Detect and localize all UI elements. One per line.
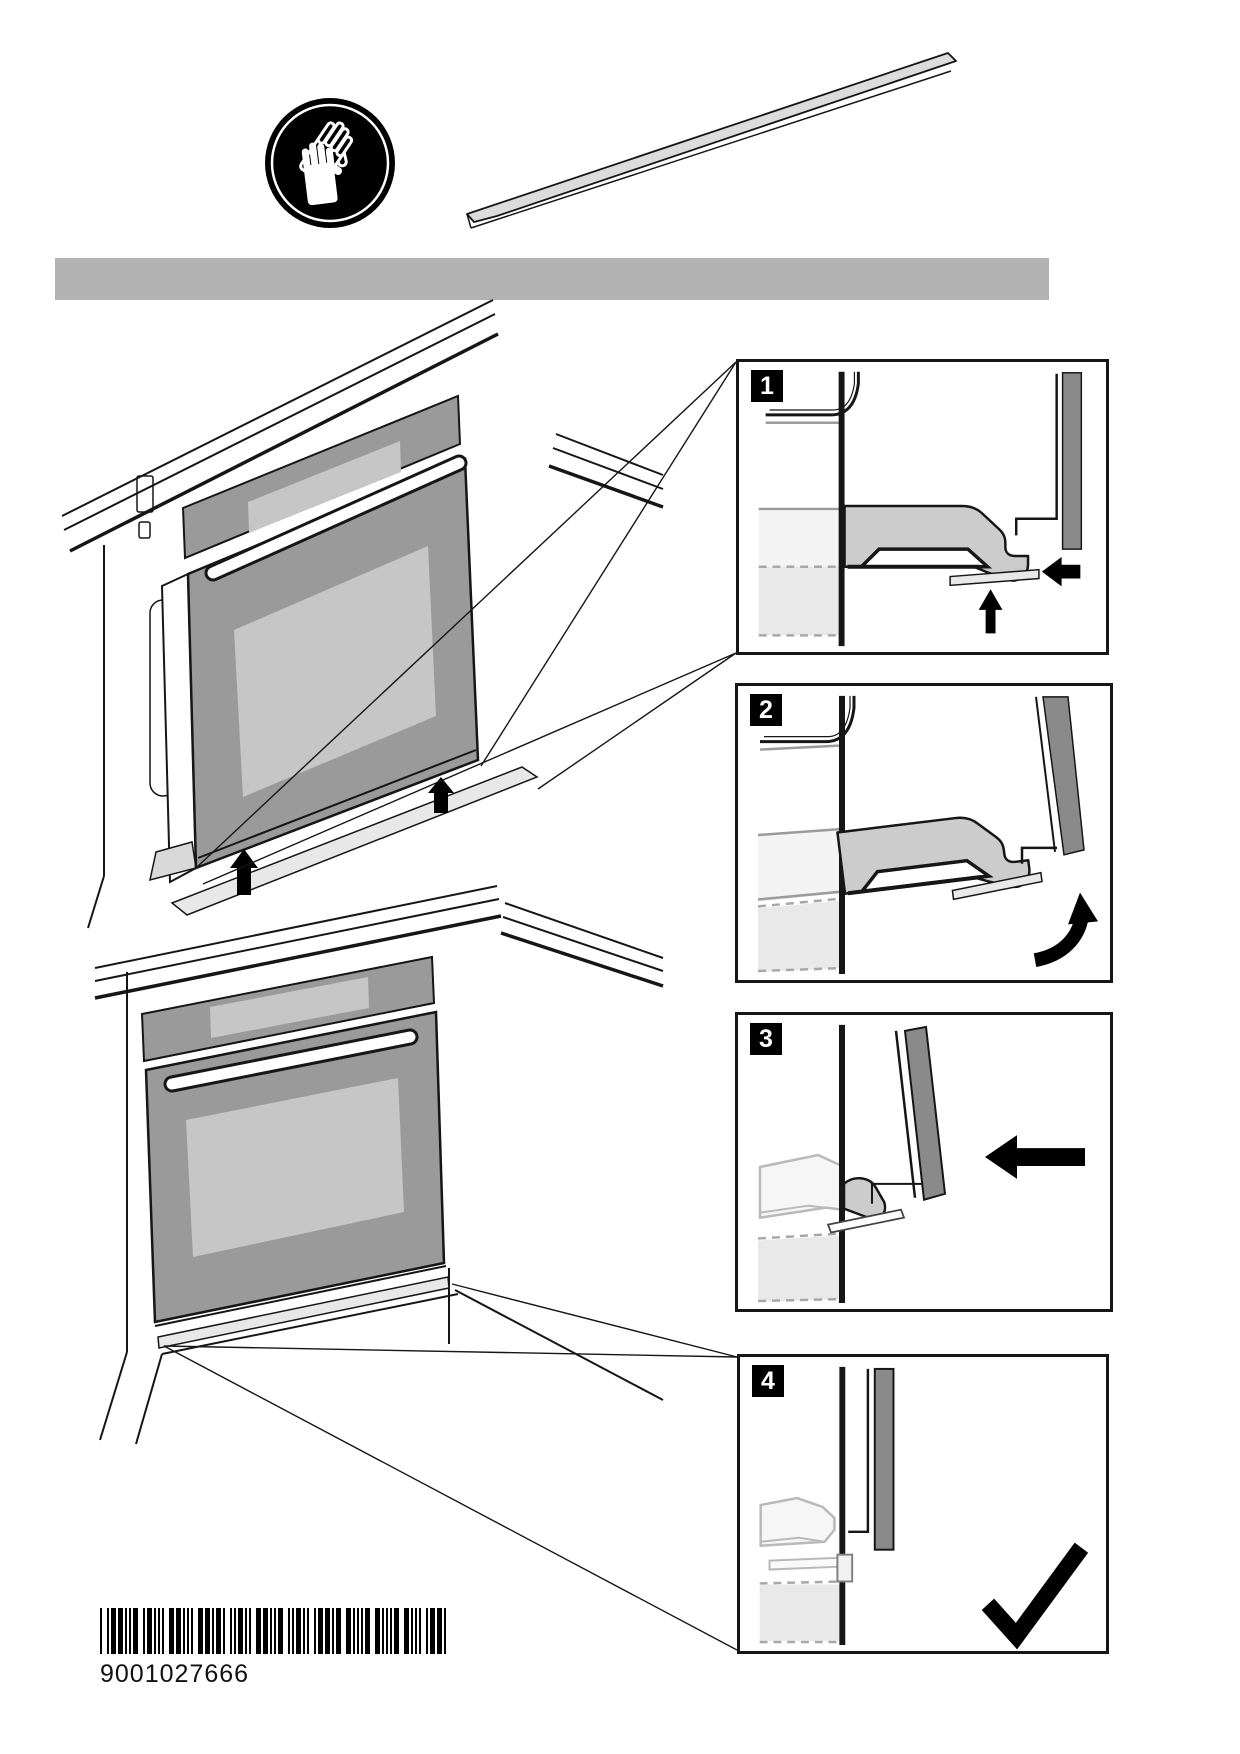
up-arrow-icon [978,589,1003,634]
oven-door-edge [873,1367,895,1551]
step-number-badge: 4 [752,1365,784,1397]
tilted-base-assembly [836,816,1043,901]
step-2-detail [757,695,1098,975]
step-1-detail [758,371,1083,647]
trim-strip-illustration [466,52,957,229]
part-number: 9001027666 [100,1660,250,1688]
step-4-detail [759,1366,1089,1650]
step-number-badge: 1 [751,370,783,402]
section-divider [55,258,1049,300]
checkmark-icon [981,1542,1089,1650]
step-panel-4: 4 [737,1354,1109,1654]
oven-base-profile-faded [759,1496,836,1548]
step-panel-3: 3 [735,1012,1113,1312]
door-glass [234,546,436,797]
trim-strip-detail [951,871,1043,901]
oven-door-edge [1061,372,1083,550]
trim-strip-detail [826,1208,906,1234]
trim-strip-installed [157,1276,450,1349]
step-number-badge: 3 [750,1023,782,1055]
display-window [248,441,401,533]
up-arrow-icon [428,777,454,813]
door-glass [186,1078,404,1257]
trim-strip-faded [768,1556,844,1571]
left-arrow-icon [985,1135,1085,1179]
oven-base-profile-faded [758,1153,844,1220]
left-arrow-icon [1041,556,1081,587]
oven-base-profile [843,504,1030,582]
oven-overview-bottom [94,885,738,1651]
barcode [100,1608,448,1654]
step-number-badge: 2 [750,694,782,726]
leader-lines-step-1 [196,361,737,885]
display-window [210,977,369,1038]
rotate-arrow-icon [1033,892,1098,967]
wear-protective-gloves-icon [265,98,395,228]
leader-lines-step-4 [163,1283,738,1651]
trim-strip-detail [949,568,1040,587]
oven-door-edge [1042,696,1085,856]
strip-clip [836,1553,854,1583]
step-panel-2: 2 [735,683,1113,983]
step-panel-1: 1 [736,359,1109,655]
step-3-detail [757,1024,1085,1304]
oven-overview-top [61,299,737,929]
oven-foot [149,841,197,882]
up-arrow-icon [230,849,258,895]
front-glove [301,142,343,206]
oven-door-edge [903,1025,947,1202]
